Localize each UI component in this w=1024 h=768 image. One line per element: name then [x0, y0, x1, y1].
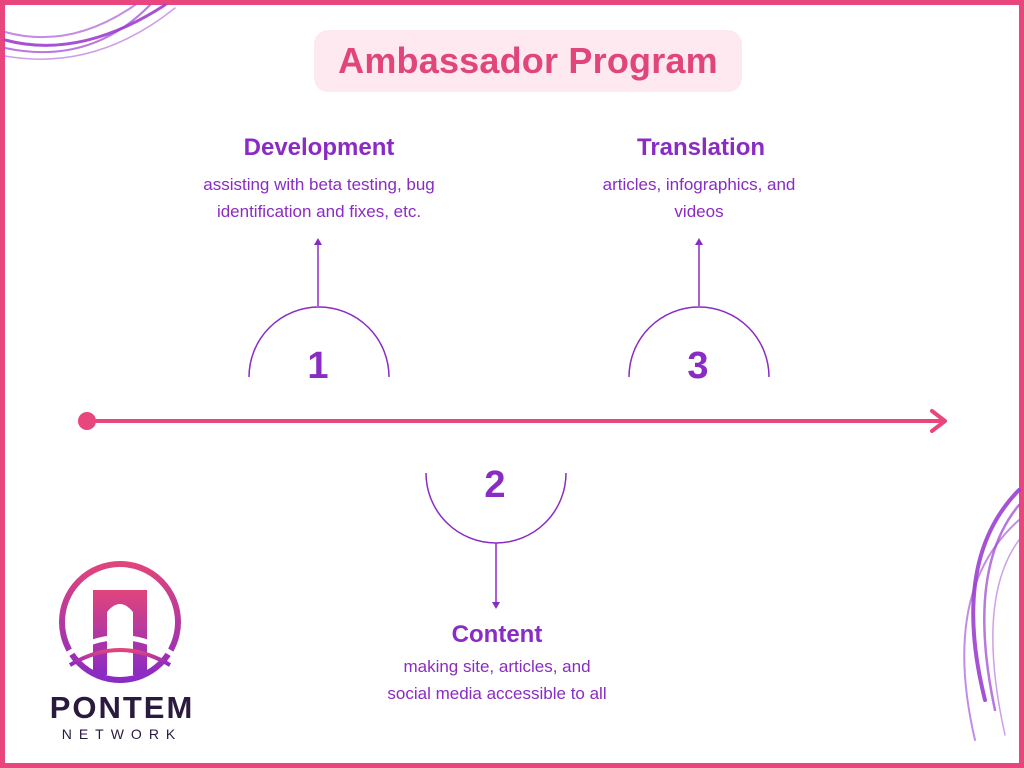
step-3-title: Translation	[636, 134, 766, 161]
title-banner: Ambassador Program	[314, 30, 742, 92]
logo-wordmark: PONTEM	[49, 690, 195, 725]
step-1-number: 1	[307, 345, 329, 387]
step-3-number: 3	[687, 345, 709, 387]
step-3-description-line-1: articles, infographics, and	[602, 175, 796, 194]
page-title: Ambassador Program	[338, 40, 718, 81]
step-1-arc	[248, 306, 390, 378]
pontem-logo-icon	[59, 561, 181, 683]
step-3-description: articles, infographics, and videos	[539, 171, 859, 225]
timeline-arrowhead	[930, 409, 947, 433]
step-3-arc	[628, 306, 770, 378]
step-1-description-line-1: assisting with beta testing, bug	[203, 175, 435, 194]
step-1-description-line-2: identification and fixes, etc.	[216, 202, 422, 221]
step-2-number: 2	[484, 464, 506, 506]
step-1-title: Development	[243, 134, 395, 161]
step-1-description: assisting with beta testing, bug identif…	[159, 171, 479, 225]
step-2-arrowhead	[492, 602, 500, 609]
step-2-description: making site, articles, and social media …	[337, 653, 657, 707]
step-2-title: Content	[451, 621, 543, 648]
step-3-description-line-2: videos	[674, 202, 724, 221]
step-3-arrowhead	[695, 238, 703, 245]
step-2-description-line-2: social media accessible to all	[387, 684, 607, 703]
step-2-description-line-1: making site, articles, and	[403, 657, 591, 676]
logo-subtitle: NETWORK	[61, 726, 183, 742]
step-1-arrowhead	[314, 238, 322, 245]
